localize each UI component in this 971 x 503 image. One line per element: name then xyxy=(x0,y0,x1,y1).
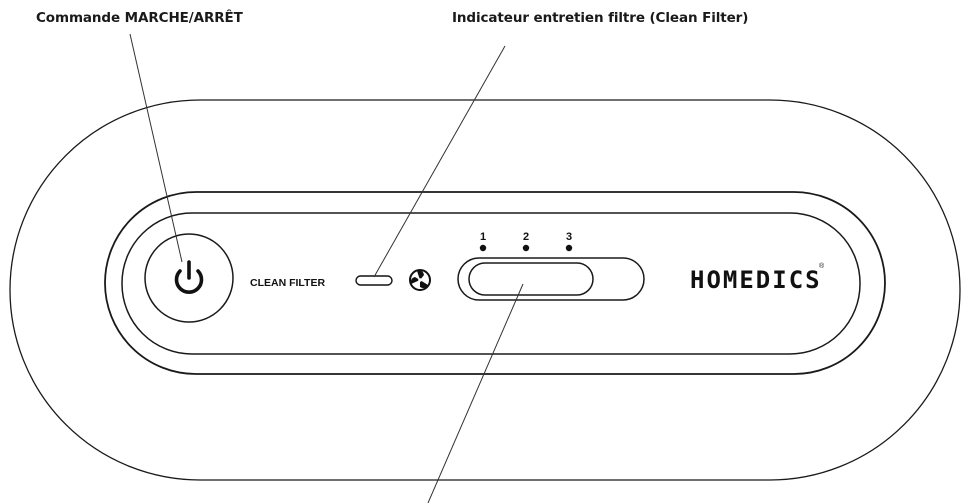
speed-slider-knob[interactable] xyxy=(468,262,594,296)
clean-filter-led xyxy=(355,275,393,286)
fan-icon xyxy=(409,269,431,291)
power-leader-line xyxy=(129,33,183,263)
device-outer-body xyxy=(9,99,961,481)
brand-logo-text: HOMEDICS xyxy=(690,266,822,294)
filter-leader-line xyxy=(373,45,506,278)
speed-label-1: 1 xyxy=(480,231,486,243)
slider-leader-line xyxy=(427,283,524,503)
speed-label-3: 3 xyxy=(566,231,572,243)
clean-filter-label: CLEAN FILTER xyxy=(250,277,325,289)
speed-dot-1 xyxy=(479,244,487,252)
power-callout-label: Commande MARCHE/ARRÊT xyxy=(36,10,243,26)
power-button[interactable] xyxy=(144,233,234,323)
speed-dot-2 xyxy=(522,244,530,252)
power-icon xyxy=(174,260,204,294)
control-panel-inner xyxy=(121,212,861,355)
speed-slider-track[interactable] xyxy=(457,257,645,301)
speed-label-2: 2 xyxy=(523,231,529,243)
filter-indicator-callout-label: Indicateur entretien filtre (Clean Filte… xyxy=(452,10,749,26)
homedics-logo: HOMEDICS ® xyxy=(690,262,825,294)
control-panel-outer xyxy=(104,191,886,375)
registered-mark: ® xyxy=(819,262,825,270)
speed-dot-3 xyxy=(565,244,573,252)
